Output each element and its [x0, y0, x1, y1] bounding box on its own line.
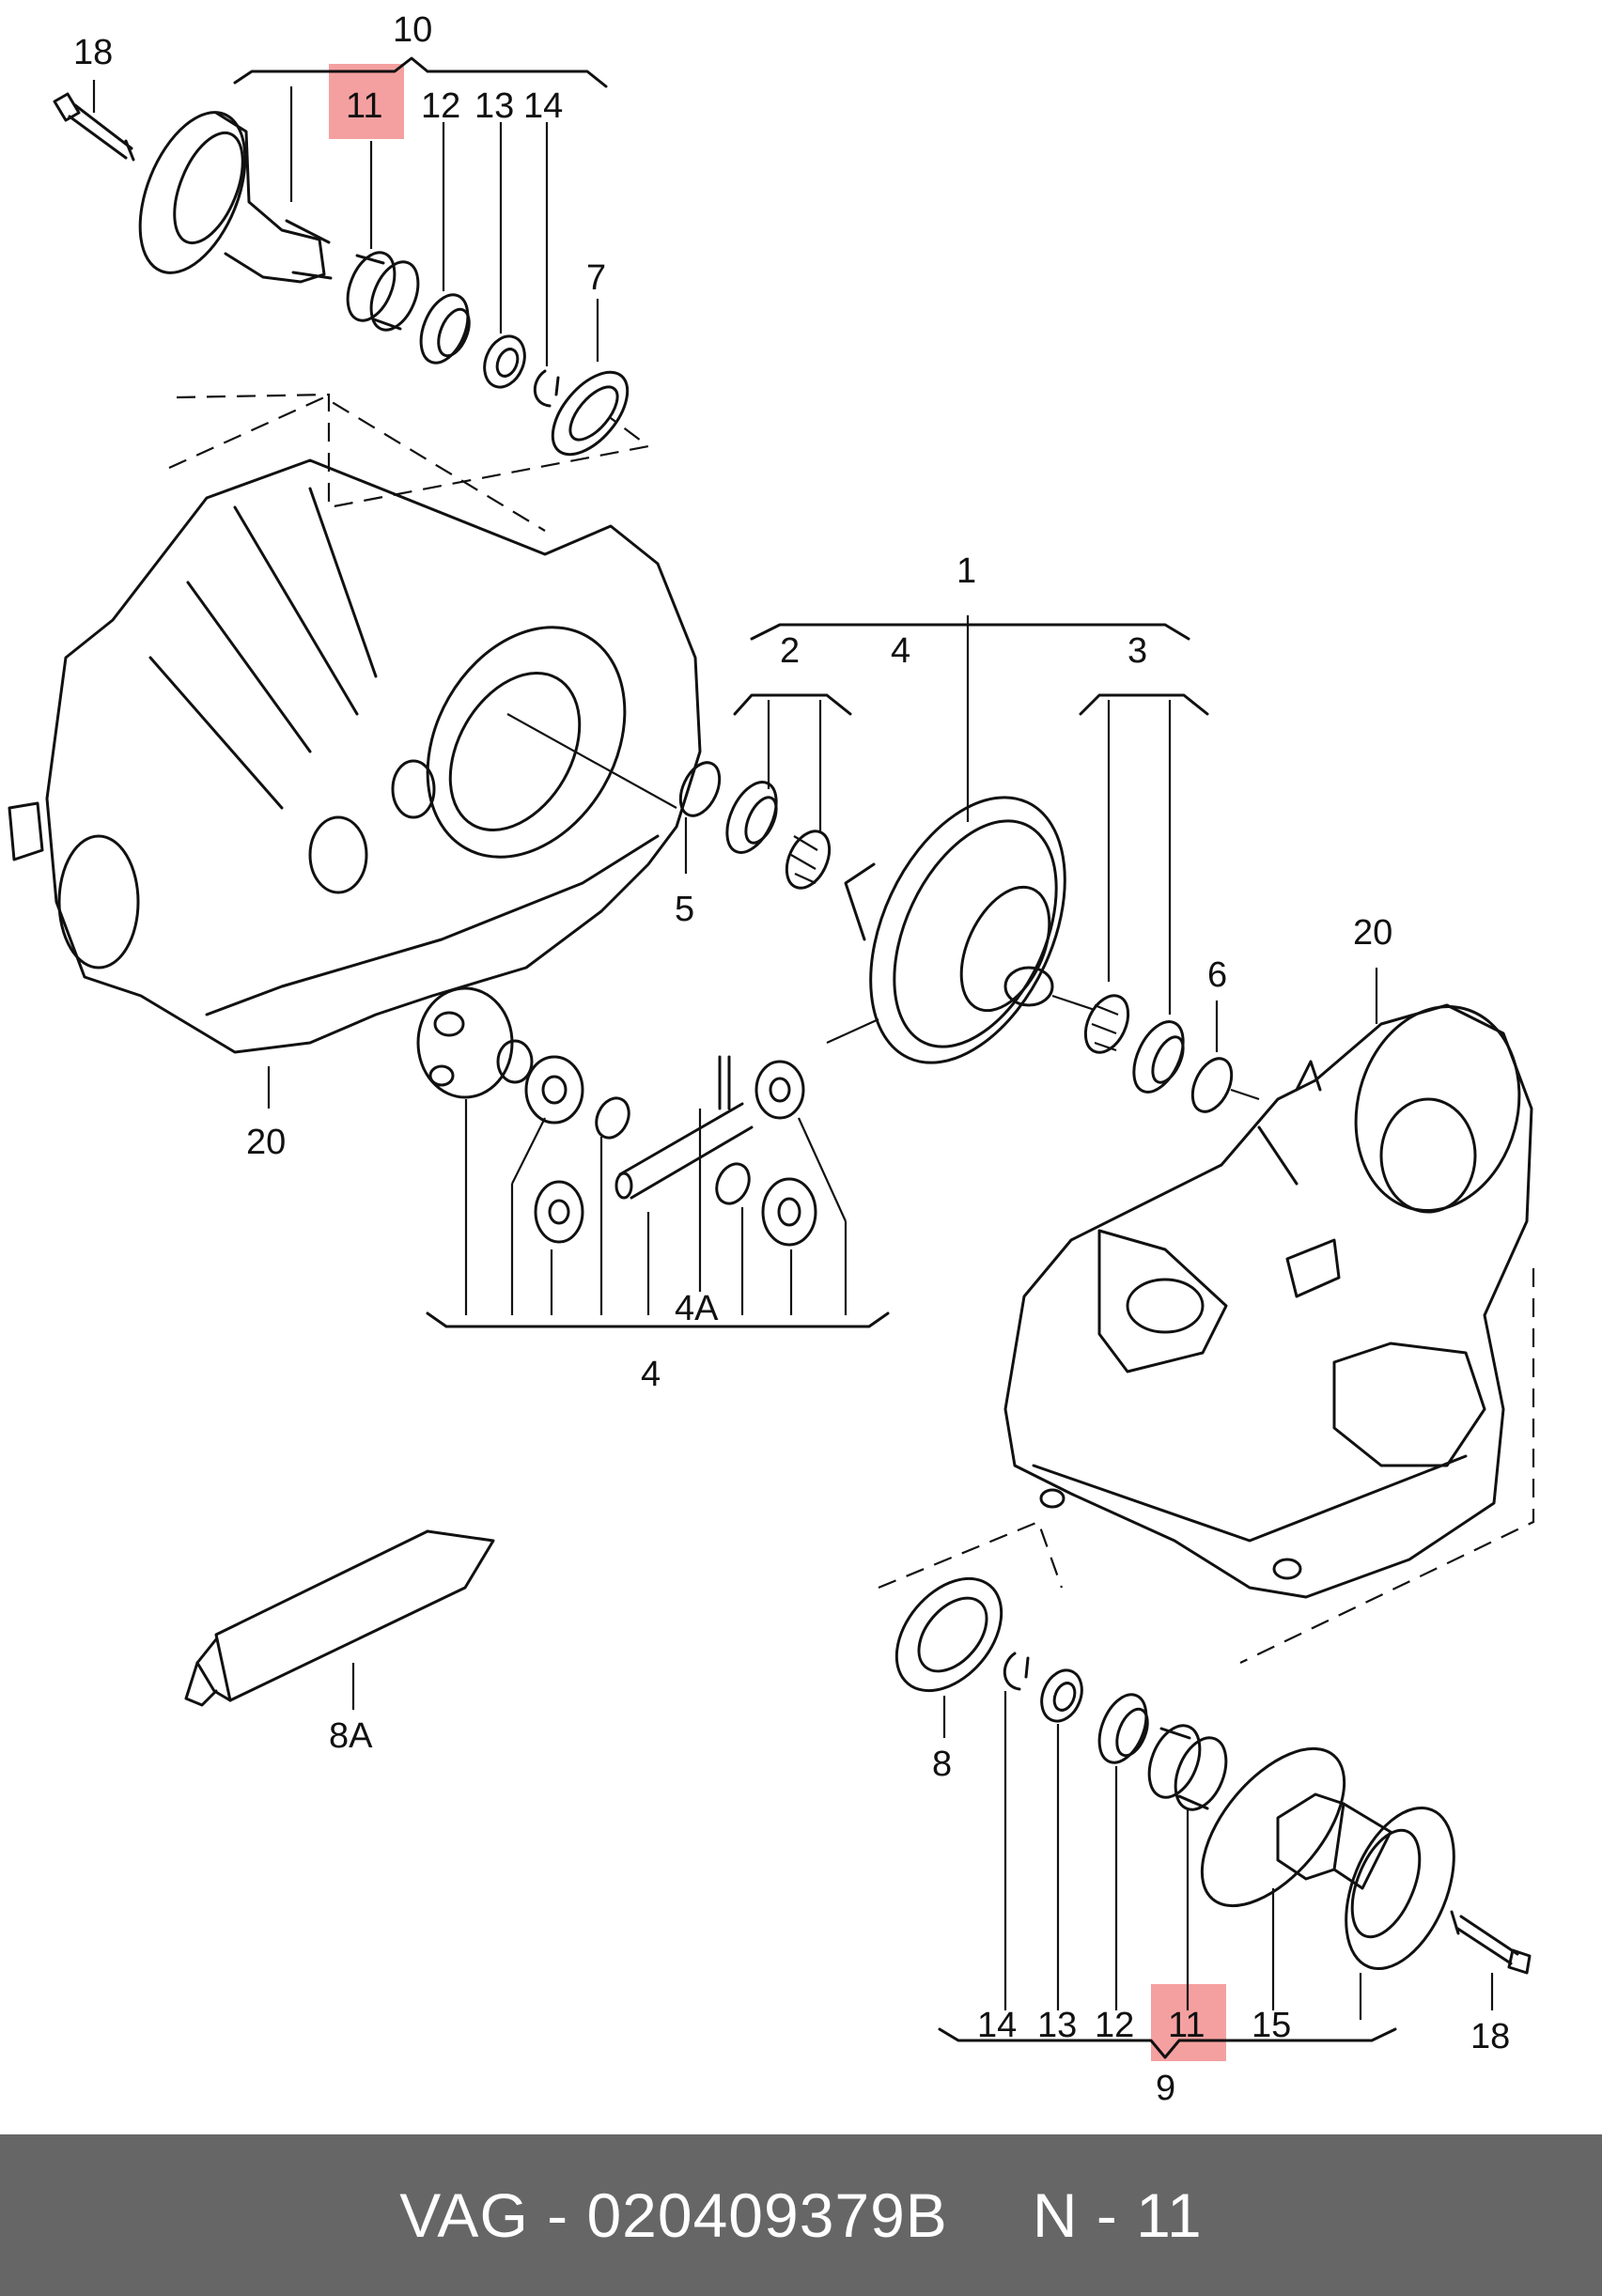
label-4-bottom: 4: [641, 1355, 661, 1394]
label-12-bottom: 12: [1095, 2006, 1134, 2045]
label-6: 6: [1207, 955, 1227, 995]
label-8a: 8A: [329, 1716, 373, 1756]
label-5: 5: [675, 890, 694, 929]
label-1: 1: [957, 551, 976, 591]
label-11-top: 11: [346, 86, 382, 126]
footer-space-2: [568, 2180, 586, 2251]
label-18-bottom: 18: [1470, 2017, 1510, 2056]
footer-ref: N - 11: [1032, 2180, 1203, 2250]
differential-internals-4: [416, 986, 890, 1328]
label-18-top: 18: [73, 33, 113, 72]
label-2: 2: [780, 631, 800, 671]
bracket-10: [233, 56, 608, 88]
label-3: 3: [1128, 631, 1147, 671]
label-14-bottom: 14: [977, 2006, 1017, 2045]
footer-part-number: 020409379B: [586, 2180, 948, 2250]
footer-separator: -: [547, 2180, 569, 2250]
label-11-bottom: 11: [1168, 2006, 1205, 2045]
footer-brand: VAG: [399, 2180, 529, 2250]
left-housing-20: [8, 396, 702, 1109]
exploded-parts-diagram: 18 10 11 12 13 14 7 1 2 4 3 5 6 20 20 4A…: [8, 10, 1535, 2108]
footer-space-1: [529, 2180, 547, 2251]
differential-assembly-1: [678, 615, 1260, 1113]
label-20-left: 20: [246, 1123, 286, 1162]
highlight-box-11-top: [329, 64, 404, 139]
label-8: 8: [932, 1745, 952, 1784]
top-flange-assembly: [53, 92, 651, 509]
label-4a: 4A: [675, 1289, 719, 1328]
label-10: 10: [393, 10, 432, 50]
label-9: 9: [1156, 2069, 1175, 2108]
label-13-bottom: 13: [1037, 2006, 1077, 2045]
bottom-flange-assembly: [878, 1520, 1532, 2059]
part-number-footer: VAG - 020409379B N - 11: [0, 2134, 1602, 2296]
label-4-top: 4: [891, 631, 910, 671]
label-7: 7: [586, 258, 606, 298]
label-20-right: 20: [1353, 913, 1392, 953]
label-13-top: 13: [474, 86, 514, 126]
label-14-top: 14: [523, 86, 563, 126]
right-housing-20: [1003, 968, 1535, 1664]
sealant-tube-8A: [184, 1529, 495, 1710]
label-12-top: 12: [421, 86, 460, 126]
leader-lines-top: [92, 80, 599, 366]
label-15: 15: [1252, 2006, 1291, 2045]
